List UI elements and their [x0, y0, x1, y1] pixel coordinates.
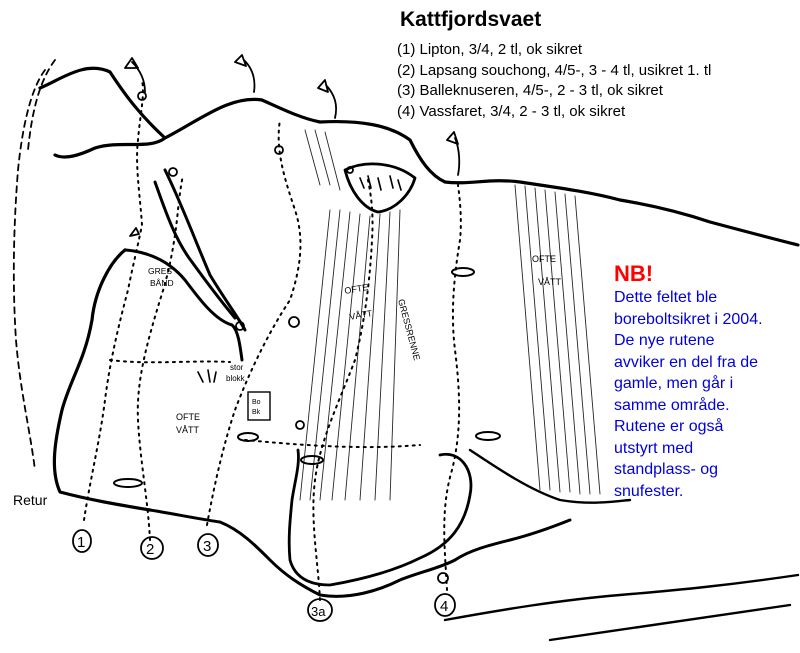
cliff-outline	[38, 66, 800, 247]
page-title: Kattfjordsvaet	[400, 8, 542, 31]
sketch-label-big-block: stor blokk	[226, 363, 246, 383]
svg-text:OFTE: OFTE	[344, 282, 369, 296]
svg-text:3a: 3a	[311, 604, 326, 619]
svg-text:BÅND: BÅND	[150, 278, 174, 288]
route-4-line	[443, 184, 462, 591]
svg-text:3: 3	[203, 538, 211, 555]
left-buttress	[52, 248, 152, 512]
buttress-inner-1	[123, 248, 244, 362]
lower-right-slab	[287, 448, 473, 587]
notice-line: gamle, men går i	[614, 375, 734, 392]
notice-line: boreboltsikret i 2004.	[614, 310, 763, 328]
notice-line: snufester.	[614, 482, 684, 500]
top-arrows	[124, 54, 461, 237]
central-rib-2	[153, 180, 237, 320]
wet-streak-shading	[299, 129, 601, 501]
svg-text:4: 4	[440, 598, 448, 615]
base-line	[148, 508, 572, 598]
sketch-label-often-wet-right: OFTE VÅTT	[532, 254, 562, 287]
svg-text:VÅTT: VÅTT	[349, 308, 374, 322]
notice-body: Dette feltet ble boreboltsikret i 2004. …	[614, 287, 800, 502]
route-marker-3a: 3a	[307, 598, 333, 622]
return-label: Retur	[13, 492, 48, 508]
svg-text:VÅTT: VÅTT	[176, 425, 200, 435]
route-item-3: (3) Balleknuseren, 4/5-, 2 - 3 tl, ok si…	[397, 82, 663, 99]
svg-text:Bo: Bo	[252, 399, 261, 406]
sketch-label-often-wet-center: OFTE VÅTT	[344, 282, 374, 322]
route-3a-line	[312, 179, 374, 601]
notice-line: samme område.	[614, 396, 730, 414]
notice-line: Dette feltet ble	[614, 289, 718, 306]
return-path	[12, 69, 46, 471]
route-item-1: (1) Lipton, 3/4, 2 tl, ok sikret	[397, 41, 583, 58]
sketch-label-grass-band: GRES BÅND	[148, 266, 174, 288]
svg-text:OFTE: OFTE	[176, 412, 200, 422]
top-block	[343, 162, 417, 214]
route-list: (1) Lipton, 3/4, 2 tl, ok sikret (2) Lap…	[397, 40, 711, 122]
belay-points	[137, 91, 449, 584]
ground-right	[443, 573, 800, 642]
sketch-label-small-box: Bo Bk	[247, 391, 271, 421]
notice-heading: NB!	[614, 261, 654, 286]
route-marker-1: 1	[72, 529, 92, 553]
route-traverse	[109, 359, 421, 449]
svg-text:2: 2	[146, 541, 154, 558]
grass-tufts	[197, 175, 402, 383]
svg-text:stor: stor	[230, 363, 244, 372]
return-path-2	[27, 59, 56, 151]
sketch-label-often-wet-left: OFTE VÅTT	[176, 412, 200, 435]
svg-text:Bk: Bk	[252, 409, 261, 416]
route-marker-3: 3	[197, 533, 219, 557]
route-item-4: (4) Vassfaret, 3/4, 2 - 3 tl, ok sikret	[397, 102, 626, 120]
notice-line: De nye rutene	[614, 332, 715, 349]
route-marker-2: 2	[140, 536, 164, 560]
svg-text:VÅTT: VÅTT	[538, 277, 562, 287]
route-1-line	[83, 79, 144, 521]
notice-line: utstyrt med	[614, 439, 694, 457]
svg-text:GRES: GRES	[148, 266, 172, 276]
notice-line: Rutene er også	[614, 418, 724, 435]
svg-text:1: 1	[77, 534, 85, 551]
notice-box: NB! Dette feltet ble boreboltsikret i 20…	[614, 261, 800, 502]
ledges	[113, 267, 501, 488]
notice-line: avviker en del fra de	[614, 353, 759, 371]
svg-text:blokk: blokk	[226, 374, 246, 383]
svg-text:OFTE: OFTE	[532, 254, 556, 264]
route-item-2: (2) Lapsang souchong, 4/5-, 3 - 4 tl, us…	[397, 61, 712, 79]
right-face-edge	[468, 448, 632, 504]
route-3-line	[206, 119, 302, 526]
route-2-line	[136, 174, 184, 541]
sketch-label-grass-gully: GRESSRENNE	[396, 298, 422, 361]
central-rib	[163, 168, 247, 332]
route-marker-4: 4	[434, 593, 456, 617]
notice-line: standplass- og	[614, 461, 719, 478]
